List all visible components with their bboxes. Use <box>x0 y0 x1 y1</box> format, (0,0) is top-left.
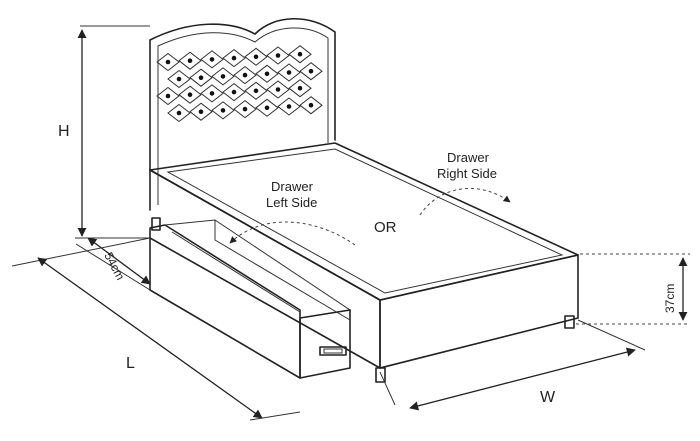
tuft-diamond <box>244 81 268 100</box>
tufting-pattern <box>156 45 323 123</box>
tufted-button-icon <box>308 102 314 108</box>
drawer <box>149 219 352 379</box>
tuft-diamond <box>288 79 312 98</box>
tuft-diamond <box>178 85 202 104</box>
tufted-button-icon <box>264 71 270 77</box>
tufted-button-icon <box>231 89 237 95</box>
height-label: H <box>58 123 70 140</box>
drawer-right-title: Drawer <box>447 150 490 165</box>
tufted-button-icon <box>275 53 281 58</box>
tufted-button-icon <box>242 72 248 78</box>
width-dimension: W <box>379 319 646 411</box>
tufted-button-icon <box>308 68 314 74</box>
tuft-diamond <box>299 96 323 115</box>
height-dimension: H <box>58 25 150 239</box>
tufted-button-icon <box>286 104 292 109</box>
tuft-diamond <box>255 64 279 83</box>
tufted-button-icon <box>198 109 204 114</box>
tufted-button-icon <box>176 76 182 82</box>
drawer-right-subtitle: Right Side <box>437 166 497 181</box>
length-label: L <box>126 355 135 372</box>
tufted-button-icon <box>231 55 237 61</box>
tufted-button-icon <box>286 70 292 75</box>
tufted-button-icon <box>297 51 303 57</box>
foot-front-left <box>375 367 386 383</box>
tufted-button-icon <box>253 88 259 94</box>
length-dimension: L <box>11 237 301 421</box>
headboard <box>149 17 336 211</box>
tufted-button-icon <box>297 85 303 91</box>
tuft-diamond <box>156 52 180 72</box>
tufted-button-icon <box>187 92 193 97</box>
or-label: OR <box>374 219 397 236</box>
tuft-diamond <box>167 103 191 123</box>
tufted-button-icon <box>165 59 171 65</box>
curved-arrow-icon <box>229 221 356 246</box>
tufted-button-icon <box>275 87 281 92</box>
tufted-button-icon <box>220 74 226 79</box>
divan-base <box>149 142 579 383</box>
foot-front-right <box>564 315 575 329</box>
foot-back-left <box>151 217 161 231</box>
drawer-left-subtitle: Left Side <box>266 195 317 210</box>
tuft-diamond <box>211 67 235 86</box>
tuft-diamond <box>277 97 301 116</box>
tufted-button-icon <box>198 75 204 80</box>
tuft-diamond <box>233 99 257 119</box>
tuft-diamond <box>222 82 246 102</box>
tuft-diamond <box>222 48 246 68</box>
tuft-diamond <box>288 45 312 64</box>
tuft-diamond <box>156 86 180 106</box>
tuft-diamond <box>255 98 279 117</box>
tufted-button-icon <box>264 105 270 111</box>
tufted-button-icon <box>209 91 215 96</box>
base-height-label: 37cm <box>663 284 677 313</box>
tuft-diamond <box>211 101 235 120</box>
curved-arrow-icon-right <box>419 188 511 216</box>
tuft-diamond <box>167 69 191 89</box>
drawer-depth-label: 54cm <box>101 250 127 282</box>
tuft-diamond <box>266 46 290 65</box>
tufted-button-icon <box>253 54 259 60</box>
tuft-diamond <box>189 102 213 121</box>
tufted-button-icon <box>187 58 193 63</box>
tuft-diamond <box>200 84 224 103</box>
tufted-button-icon <box>176 110 182 116</box>
tufted-button-icons <box>165 51 314 116</box>
tuft-diamond <box>233 65 257 85</box>
tufted-button-icon <box>209 57 215 62</box>
tuft-diamond <box>266 80 290 99</box>
tufted-button-icon <box>165 93 171 99</box>
base-height-dimension: 37cm <box>576 253 690 325</box>
tuft-diamond <box>178 51 202 70</box>
drawer-left-title: Drawer <box>271 179 314 194</box>
width-label: W <box>540 389 556 406</box>
tuft-diamond <box>200 50 224 69</box>
tuft-diamond <box>299 62 323 81</box>
tufted-button-icon <box>242 106 248 112</box>
tufted-button-icon <box>220 108 226 113</box>
tuft-diamond <box>244 47 268 66</box>
tuft-diamond <box>189 68 213 87</box>
drawer-handle <box>319 346 347 356</box>
tuft-diamond <box>277 63 301 82</box>
